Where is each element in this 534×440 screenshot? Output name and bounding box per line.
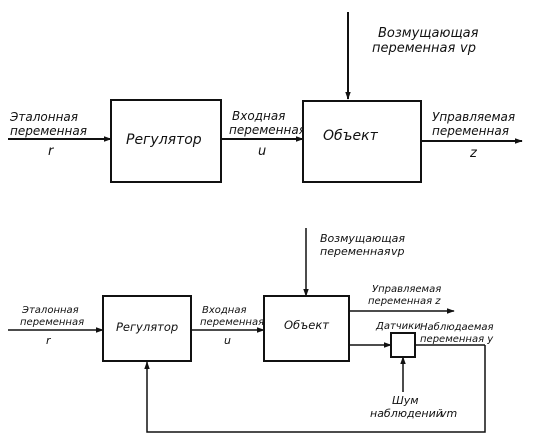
bottom-input-label-1: Входная	[202, 305, 247, 316]
bottom-object-block	[263, 295, 350, 362]
bottom-sensors-block	[390, 332, 416, 358]
bottom-disturbance-label-2: переменная	[320, 245, 391, 258]
top-disturbance-label-1: Возмущающая	[378, 26, 479, 41]
top-input-label-1: Входная	[232, 109, 285, 123]
top-reference-symbol: r	[48, 144, 55, 159]
top-disturbance-label-2: переменная	[372, 41, 456, 56]
top-output-label-2: переменная	[432, 124, 509, 138]
bottom-observed-label-2: переменная y	[420, 334, 494, 345]
bottom-sensors-label: Датчики	[375, 321, 421, 332]
bottom-reference-symbol: r	[46, 334, 52, 347]
bottom-input-symbol: u	[224, 334, 231, 347]
top-diagram: Возмущающая переменная vp Эталонная пере…	[8, 12, 523, 183]
bottom-input-label-2: переменная	[200, 317, 264, 328]
bottom-disturbance-label-1: Возмущающая	[320, 232, 405, 245]
bottom-noise-symbol: vm	[440, 407, 457, 420]
bottom-noise-label-1: Шум	[392, 394, 419, 407]
bottom-output-label-1: Управляемая	[372, 284, 441, 295]
bottom-reference-label-1: Эталонная	[21, 305, 79, 316]
top-controller-block	[110, 99, 222, 183]
bottom-controller-label: Регулятор	[116, 320, 178, 334]
top-disturbance-symbol: vp	[460, 41, 476, 56]
bottom-reference-label-2: переменная	[20, 317, 84, 328]
bottom-noise-label-2: наблюдений	[370, 407, 443, 420]
top-input-label-2: переменная	[229, 123, 306, 137]
bottom-controller-block	[102, 295, 192, 362]
bottom-disturbance-symbol: vp	[391, 245, 405, 258]
top-input-symbol: u	[258, 144, 266, 159]
bottom-diagram: Возмущающая переменная vp Эталонная пере…	[8, 228, 494, 433]
bottom-feedback-loop	[144, 345, 486, 433]
top-controller-label: Регулятор	[126, 132, 202, 148]
bottom-observed-label-1: Наблюдаемая	[420, 321, 494, 333]
top-object-block	[302, 100, 422, 183]
top-output-symbol: z	[469, 146, 478, 161]
top-reference-label-2: переменная	[10, 124, 87, 138]
top-output-label-1: Управляемая	[432, 110, 515, 124]
top-object-label: Объект	[323, 128, 379, 144]
top-reference-label-1: Эталонная	[9, 110, 78, 124]
bottom-object-label: Объект	[284, 318, 329, 332]
bottom-output-label-2: переменная z	[368, 296, 441, 307]
